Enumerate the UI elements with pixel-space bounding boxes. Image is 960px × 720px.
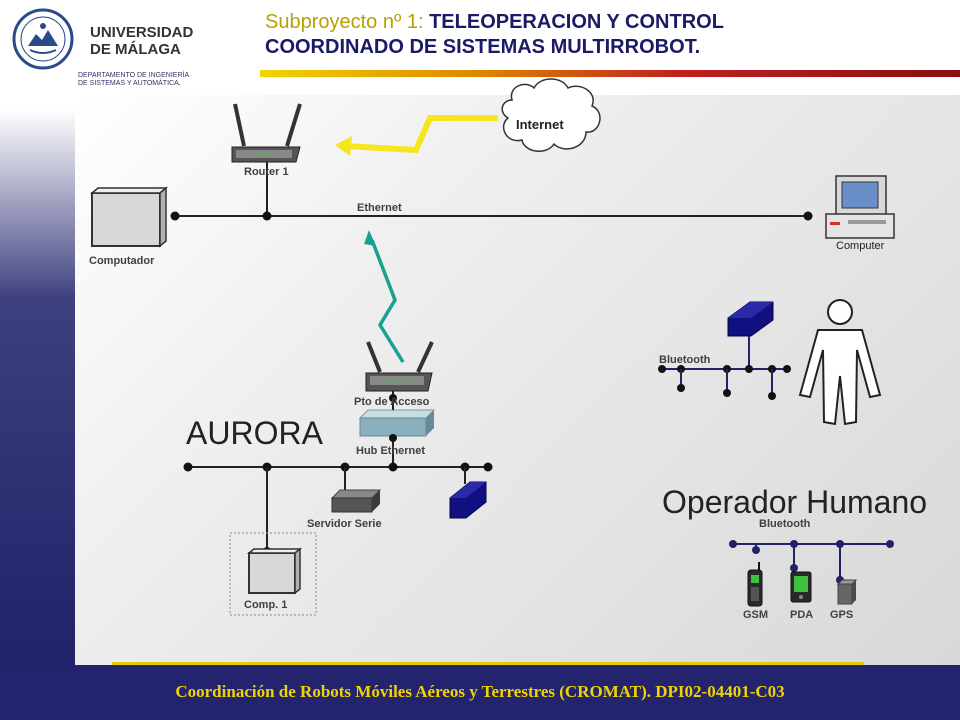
title-line1: TELEOPERACION Y CONTROL <box>429 11 724 33</box>
computer-label: Computer <box>836 240 885 252</box>
department-name: DEPARTAMENTO DE INGENIERÍA DE SISTEMAS Y… <box>78 72 189 88</box>
computador-label: Computador <box>89 255 155 267</box>
comp1-frame <box>229 532 317 616</box>
desktop-computer-icon <box>825 175 895 239</box>
human-operator-icon <box>798 299 882 426</box>
department-name-line2: DE SISTEMAS Y AUTOMÁTICA. <box>78 80 181 87</box>
title-line2: COORDINADO DE SISTEMAS MULTIRROBOT. <box>265 36 701 58</box>
router-label: Router 1 <box>244 166 289 178</box>
university-name-line1: UNIVERSIDAD <box>90 24 194 41</box>
gps-label: GPS <box>830 609 854 621</box>
university-name-line2: DE MÁLAGA <box>90 41 181 58</box>
comp1-label: Comp. 1 <box>244 599 288 611</box>
pda-icon <box>790 571 812 603</box>
footer-bar <box>0 665 960 720</box>
access-point-icon <box>365 341 434 402</box>
university-name: UNIVERSIDAD DE MÁLAGA <box>90 24 193 58</box>
bluetooth-top-label: Bluetooth <box>659 354 711 366</box>
slide-title: Subproyecto nº 1: TELEOPERACION Y CONTRO… <box>265 10 955 60</box>
operator-title: Operador Humano <box>662 484 928 520</box>
gps-icon <box>836 579 858 605</box>
gsm-label: GSM <box>743 609 769 621</box>
footer-text: Coordinación de Robots Móviles Aéreos y … <box>175 682 785 701</box>
computador-box-icon <box>89 186 169 248</box>
pda-label: PDA <box>790 609 814 621</box>
access-point-label: Pto de Acceso <box>354 396 430 408</box>
router-icon <box>231 103 302 163</box>
ethernet-bus-top <box>170 162 813 221</box>
internet-label: Internet <box>516 117 564 132</box>
internet-cloud-icon <box>501 78 601 152</box>
aurora-title: AURORA <box>186 415 323 451</box>
bluetooth-bottom-label: Bluetooth <box>759 518 811 530</box>
serial-server-label: Servidor Serie <box>307 518 382 530</box>
bluetooth-network-top <box>658 301 791 400</box>
hub-label: Hub Ethernet <box>356 445 426 457</box>
title-prefix: Subproyecto nº 1: <box>265 11 424 33</box>
ethernet-hub-icon <box>358 398 436 467</box>
aurora-bus <box>183 462 493 555</box>
title-underline <box>260 70 960 77</box>
wireless-link-icon <box>364 230 405 363</box>
robot-module-icon <box>449 481 487 519</box>
ethernet-label: Ethernet <box>357 202 402 214</box>
footer-divider <box>112 662 864 665</box>
gsm-phone-icon <box>747 562 763 607</box>
left-sidebar-bar <box>0 0 75 665</box>
university-seal-icon <box>12 8 74 70</box>
serial-server-icon <box>330 489 382 513</box>
internet-link-lightning-icon <box>335 115 498 156</box>
bluetooth-network-bottom <box>729 540 894 584</box>
department-name-line1: DEPARTAMENTO DE INGENIERÍA <box>78 72 190 79</box>
